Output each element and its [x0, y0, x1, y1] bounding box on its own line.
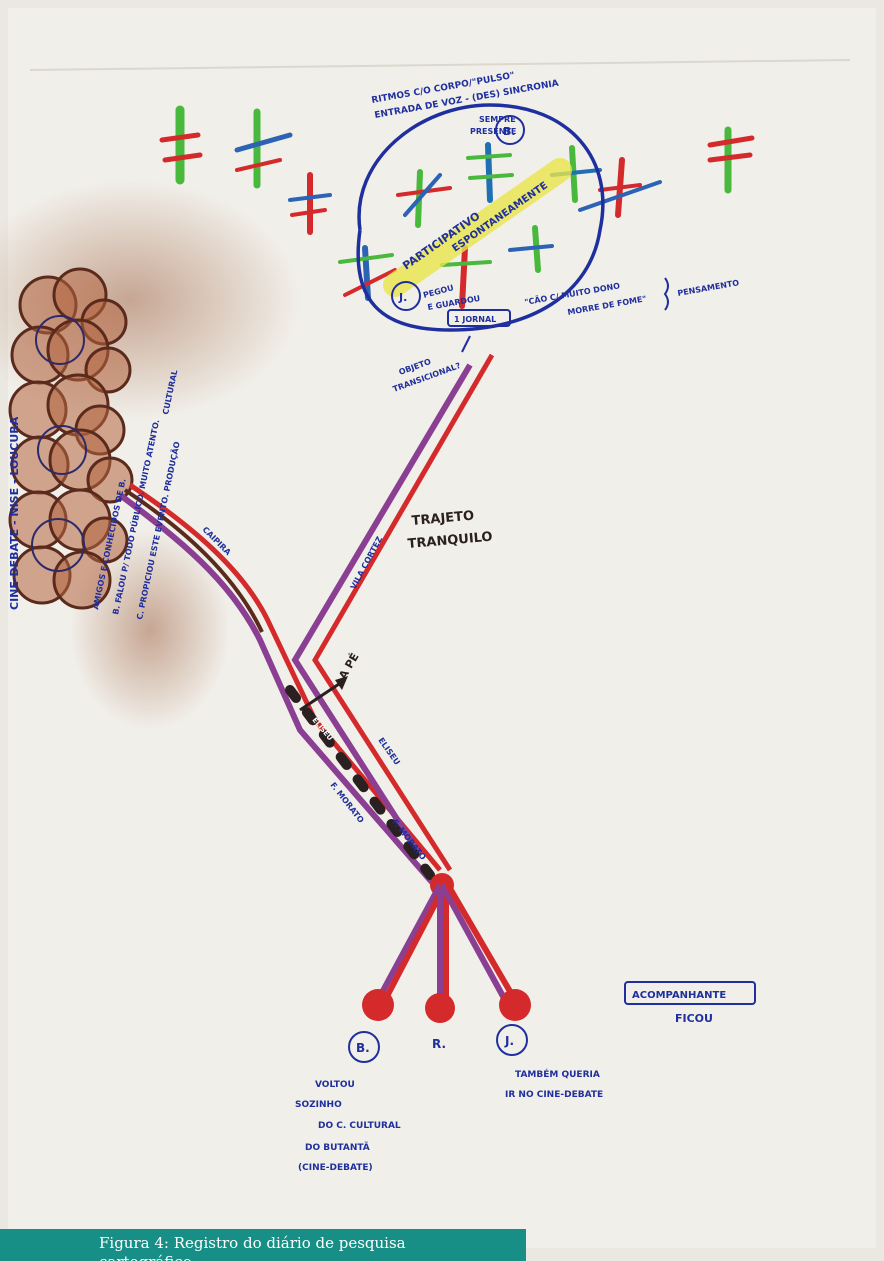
note-sozinho: SOZINHO — [295, 1100, 342, 1110]
audience-circles — [10, 269, 132, 608]
node-j — [499, 989, 531, 1021]
note-ficou: FICOU — [675, 1012, 713, 1025]
note-cine-debate2: (CINE-DEBATE) — [298, 1163, 373, 1173]
note-ir-no: IR NO CINE-DEBATE — [505, 1090, 603, 1100]
note-sempre: SEMPRE — [479, 115, 516, 124]
caption-bar: Figura 4: Registro do diário de pesquisa… — [0, 1229, 526, 1261]
note-jornal: 1 JORNAL — [454, 315, 496, 324]
note-cine-debate: CINE-DEBATE - NISE - LOUCURA — [8, 416, 21, 610]
note-r-node: R. — [432, 1037, 446, 1051]
note-tambem: TAMBÉM QUERIA — [515, 1068, 600, 1080]
note-do-c-cultural: DO C. CULTURAL — [318, 1121, 401, 1131]
note-voltou: VOLTOU — [315, 1080, 355, 1090]
note-j-node: J. — [504, 1034, 514, 1048]
note-b-circle: B. — [503, 125, 516, 138]
note-acompanhante: ACOMPANHANTE — [632, 990, 726, 1001]
caption-line-2: cartográfico — [99, 1253, 192, 1261]
node-r — [425, 993, 455, 1023]
caption-line-1: Figura 4: Registro do diário de pesquisa — [99, 1234, 406, 1253]
note-b-node: B. — [356, 1041, 370, 1055]
note-do-butanta: DO BUTANTÃ — [305, 1142, 370, 1153]
note-j-circle: J. — [398, 291, 407, 304]
node-b — [362, 989, 394, 1021]
